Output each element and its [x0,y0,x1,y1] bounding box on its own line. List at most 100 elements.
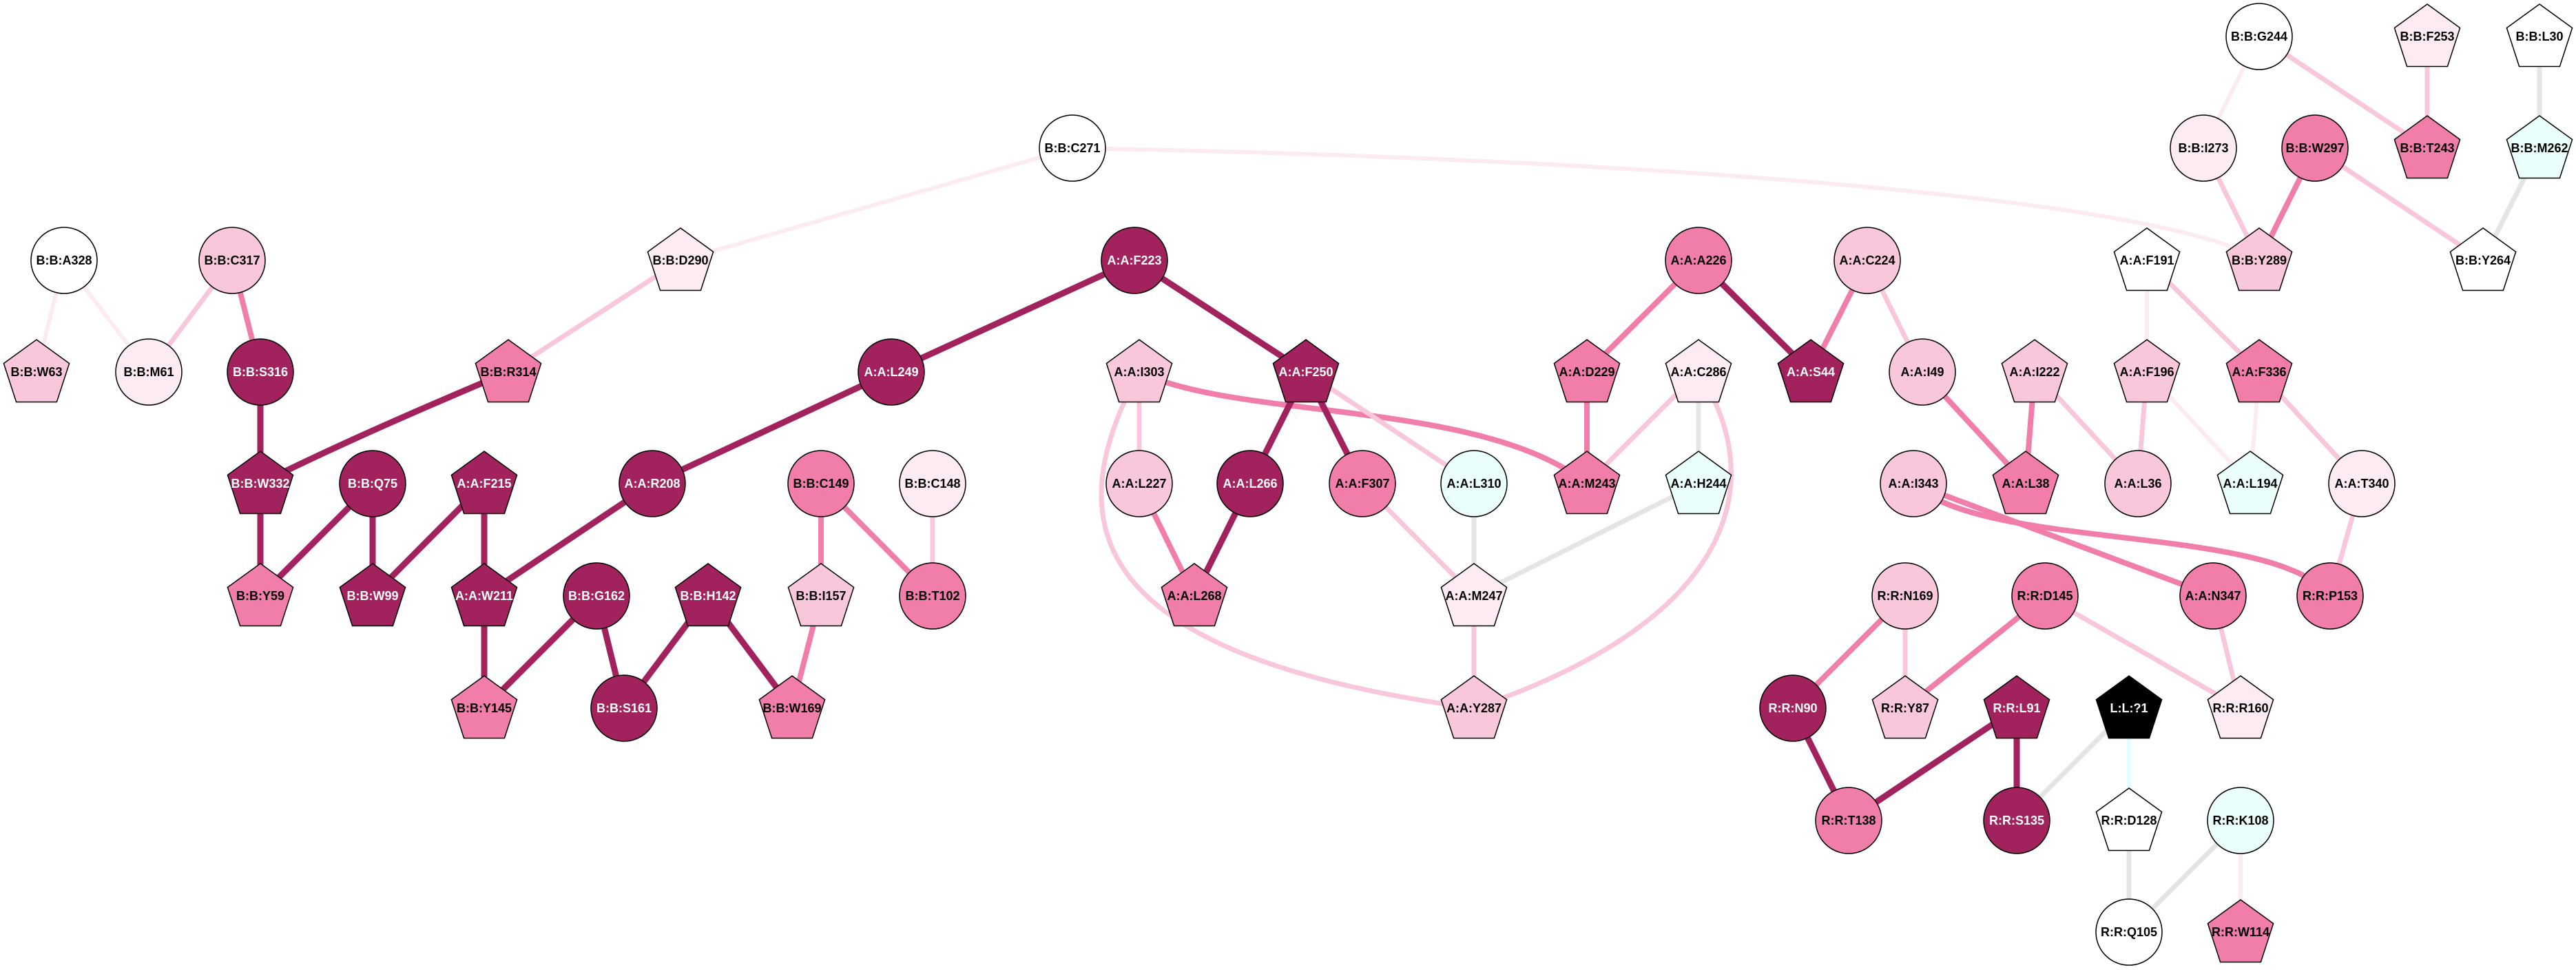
node-r-r-k108[interactable]: R:R:K108 [2207,787,2274,854]
node-b-b-s316[interactable]: B:B:S316 [227,338,294,406]
node-label: B:B:T243 [2400,141,2454,155]
edge-a-a-i343-to-r-r-p153 [1911,482,2333,598]
node-a-a-f250[interactable]: A:A:F250 [1272,339,1340,403]
pentagon-shape [1272,339,1340,403]
node-r-r-r160[interactable]: R:R:R160 [2207,675,2274,739]
node-b-b-t102[interactable]: B:B:T102 [899,562,966,630]
node-label: B:B:C317 [204,254,260,267]
node-b-b-c148[interactable]: B:B:C148 [899,450,966,517]
node-b-b-y289[interactable]: B:B:Y289 [2225,227,2293,291]
node-r-r-l91[interactable]: R:R:L91 [1983,675,2050,739]
node-a-a-l194[interactable]: A:A:L194 [2216,451,2284,515]
node-r-r-p153[interactable]: R:R:P153 [2296,562,2364,630]
node-b-b-g162[interactable]: B:B:G162 [563,562,630,630]
node-a-a-i222[interactable]: A:A:I222 [2001,339,2068,403]
node-b-b-q75[interactable]: B:B:Q75 [339,450,406,517]
edge-a-a-i303-to-a-a-m243 [1138,369,1589,486]
node-a-a-i303[interactable]: A:A:I303 [1105,339,1173,403]
node-a-a-c224[interactable]: A:A:C224 [1834,227,1901,294]
node-a-a-f191[interactable]: A:A:F191 [2113,227,2181,291]
node-a-a-l36[interactable]: A:A:L36 [2104,450,2172,517]
edge-b-b-d290-to-b-b-r314 [507,258,682,374]
node-r-r-q105[interactable]: R:R:Q105 [2095,898,2163,966]
pentagon-shape [2216,451,2284,515]
edge-r-r-d145-to-r-r-r160 [2044,593,2242,711]
node-label: A:A:W211 [455,589,513,603]
node-b-b-s161[interactable]: B:B:S161 [590,674,658,742]
node-a-a-l38[interactable]: A:A:L38 [1992,451,2059,515]
node-a-a-m247[interactable]: A:A:M247 [1440,563,1508,627]
node-b-b-w297[interactable]: B:B:W297 [2281,114,2349,182]
node-a-a-l266[interactable]: A:A:L266 [1216,450,1284,517]
circle-shape [563,562,630,630]
pentagon-shape [2225,227,2293,291]
node-b-b-m61[interactable]: B:B:M61 [115,338,183,406]
node-b-b-i273[interactable]: B:B:I273 [2170,114,2237,182]
node-a-a-l249[interactable]: A:A:L249 [858,338,925,406]
node-a-a-f215[interactable]: A:A:F215 [450,451,518,515]
node-b-b-h142[interactable]: B:B:H142 [674,563,742,627]
node-b-b-y264[interactable]: B:B:Y264 [2449,227,2517,291]
node-a-a-r208[interactable]: A:A:R208 [619,450,686,517]
node-b-b-y145[interactable]: B:B:Y145 [450,675,518,739]
node-a-a-i343[interactable]: A:A:I343 [1880,450,1947,517]
node-r-r-n169[interactable]: R:R:N169 [1871,562,1939,630]
node-a-a-n347[interactable]: A:A:N347 [2179,562,2247,630]
node-r-r-y87[interactable]: R:R:Y87 [1871,675,1939,739]
circle-shape [1105,450,1173,517]
node-b-b-f253[interactable]: B:B:F253 [2393,3,2461,68]
node-a-a-d229[interactable]: A:A:D229 [1553,339,1621,403]
node-a-a-f336[interactable]: A:A:F336 [2225,339,2293,403]
node-a-a-s44[interactable]: A:A:S44 [1777,339,1845,403]
node-a-a-l268[interactable]: A:A:L268 [1161,563,1228,627]
node-r-r-t138[interactable]: R:R:T138 [1815,787,1882,854]
node-a-a-y287[interactable]: A:A:Y287 [1440,675,1508,739]
circle-shape [1834,227,1901,294]
node-label: B:B:Y264 [2455,254,2511,267]
node-a-a-f196[interactable]: A:A:F196 [2113,339,2181,403]
node-a-a-l227[interactable]: A:A:L227 [1105,450,1173,517]
node-a-a-h244[interactable]: A:A:H244 [1665,451,1732,515]
node-a-a-w211[interactable]: A:A:W211 [450,563,518,627]
node-b-b-w332[interactable]: B:B:W332 [227,451,294,515]
node-label: R:R:D128 [2101,814,2157,827]
node-b-b-w63[interactable]: B:B:W63 [3,339,70,403]
node-b-b-l30[interactable]: B:B:L30 [2506,3,2573,68]
node-r-r-n90[interactable]: R:R:N90 [1759,674,1827,742]
node-a-a-f307[interactable]: A:A:F307 [1329,450,1396,517]
node-b-b-w169[interactable]: B:B:W169 [758,675,826,739]
node-label: A:A:H244 [1670,477,1726,491]
node-a-a-a226[interactable]: A:A:A226 [1665,227,1732,294]
node-label: R:R:T138 [1821,814,1876,827]
node-a-a-c286[interactable]: A:A:C286 [1665,339,1732,403]
node-a-a-i49[interactable]: A:A:I49 [1889,338,1956,406]
circle-shape [2179,562,2247,630]
node-b-b-r314[interactable]: B:B:R314 [475,339,542,403]
node-label: B:B:A328 [36,254,92,267]
node-b-b-m262[interactable]: B:B:M262 [2506,115,2573,179]
node-b-b-c149[interactable]: B:B:C149 [787,450,855,517]
node-r-r-s135[interactable]: R:R:S135 [1983,787,2050,854]
edge-a-a-f250-to-a-a-l310 [1305,370,1475,486]
node-r-r-w114[interactable]: R:R:W114 [2207,899,2274,963]
node-a-a-l310[interactable]: A:A:L310 [1440,450,1508,517]
node-l-l-1[interactable]: L:L:?1 [2095,675,2163,739]
pentagon-shape [2095,675,2163,739]
circle-shape [1039,114,1106,182]
node-b-b-y59[interactable]: B:B:Y59 [227,563,294,627]
node-b-b-c317[interactable]: B:B:C317 [198,227,266,294]
node-b-b-i157[interactable]: B:B:I157 [787,563,855,627]
node-a-a-f223[interactable]: A:A:F223 [1101,227,1168,294]
node-a-a-t340[interactable]: A:A:T340 [2328,450,2396,517]
circle-shape [899,562,966,630]
node-r-r-d128[interactable]: R:R:D128 [2095,787,2163,852]
node-b-b-t243[interactable]: B:B:T243 [2393,115,2461,179]
node-a-a-m243[interactable]: A:A:M243 [1553,451,1621,515]
node-r-r-d145[interactable]: R:R:D145 [2011,562,2079,630]
node-b-b-a328[interactable]: B:B:A328 [30,227,98,294]
node-b-b-g244[interactable]: B:B:G244 [2225,3,2293,70]
node-b-b-d290[interactable]: B:B:D290 [647,227,714,291]
node-b-b-w99[interactable]: B:B:W99 [339,563,406,627]
circle-shape [858,338,925,406]
node-b-b-c271[interactable]: B:B:C271 [1039,114,1106,182]
